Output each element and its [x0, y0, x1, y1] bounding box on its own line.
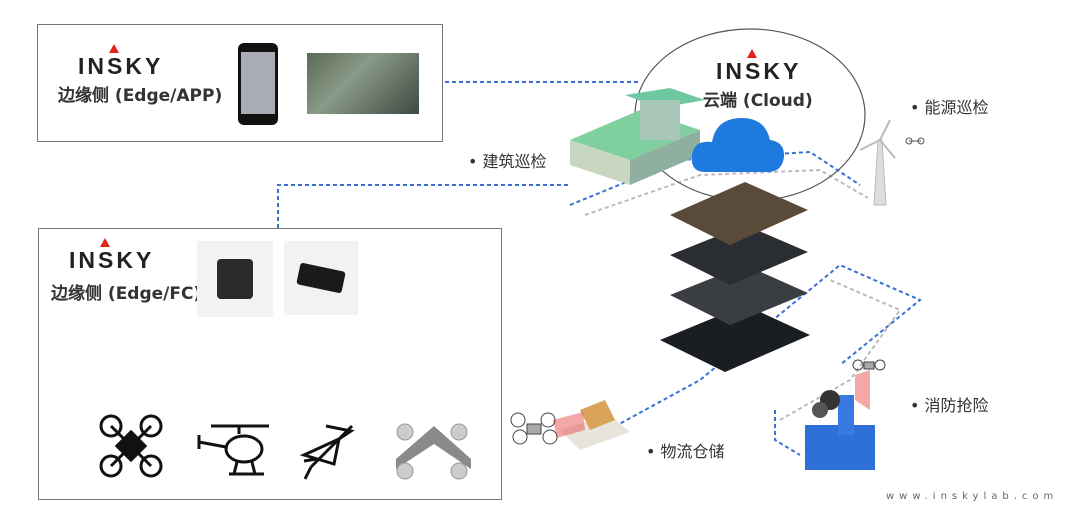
edge-fc-link: [277, 184, 570, 228]
logo-text: INSKY: [69, 247, 155, 273]
vehicle-icons: [99, 414, 471, 480]
quadcopter-icon: [99, 414, 163, 478]
scenario-fire-rescue: • 消防抢险: [910, 396, 989, 415]
scenario-building-inspection: • 建筑巡检: [468, 152, 547, 171]
logo-text: INSKY: [716, 58, 802, 84]
wind-turbine-illustration: [859, 119, 896, 206]
phone-image: [238, 43, 278, 125]
platform-layer-stack: [660, 182, 810, 372]
helicopter-icon: [197, 424, 269, 476]
scenario-logistics: • 物流仓储: [646, 442, 725, 461]
flight-controller-image: [197, 241, 273, 317]
airplane-icon: [299, 424, 355, 480]
insky-logo: INSKY: [78, 44, 164, 80]
edge-app-title: 边缘侧 (Edge/APP): [58, 86, 223, 106]
route-shadow: [584, 168, 869, 216]
insky-logo-fc: INSKY: [69, 238, 155, 274]
edge-fc-panel: INSKY 边缘侧 (Edge/FC): [38, 228, 502, 500]
website-url: www.inskylab.com: [886, 491, 1059, 502]
cloud-title: 云端 (Cloud): [703, 91, 813, 111]
flying-wing-icon: [396, 423, 471, 480]
compute-module-image: [284, 241, 358, 315]
logo-text: INSKY: [78, 53, 164, 79]
insky-logo-cloud: INSKY: [716, 49, 802, 85]
building-illustration: [570, 88, 705, 185]
scenario-energy-inspection: • 能源巡检: [910, 98, 989, 117]
fire-route: [774, 410, 801, 456]
warehouse-illustration: [510, 400, 630, 450]
aerial-map-image: [307, 53, 419, 114]
cloud-icon: [691, 118, 785, 172]
logistics-fire-route: [589, 263, 922, 441]
edge-fc-title: 边缘侧 (Edge/FC): [51, 284, 202, 304]
small-drone-icon: [905, 137, 925, 145]
fire-factory-illustration: [805, 359, 886, 470]
edge-app-panel: INSKY 边缘侧 (Edge/APP): [37, 24, 443, 142]
route-shadow-2: [779, 279, 902, 421]
